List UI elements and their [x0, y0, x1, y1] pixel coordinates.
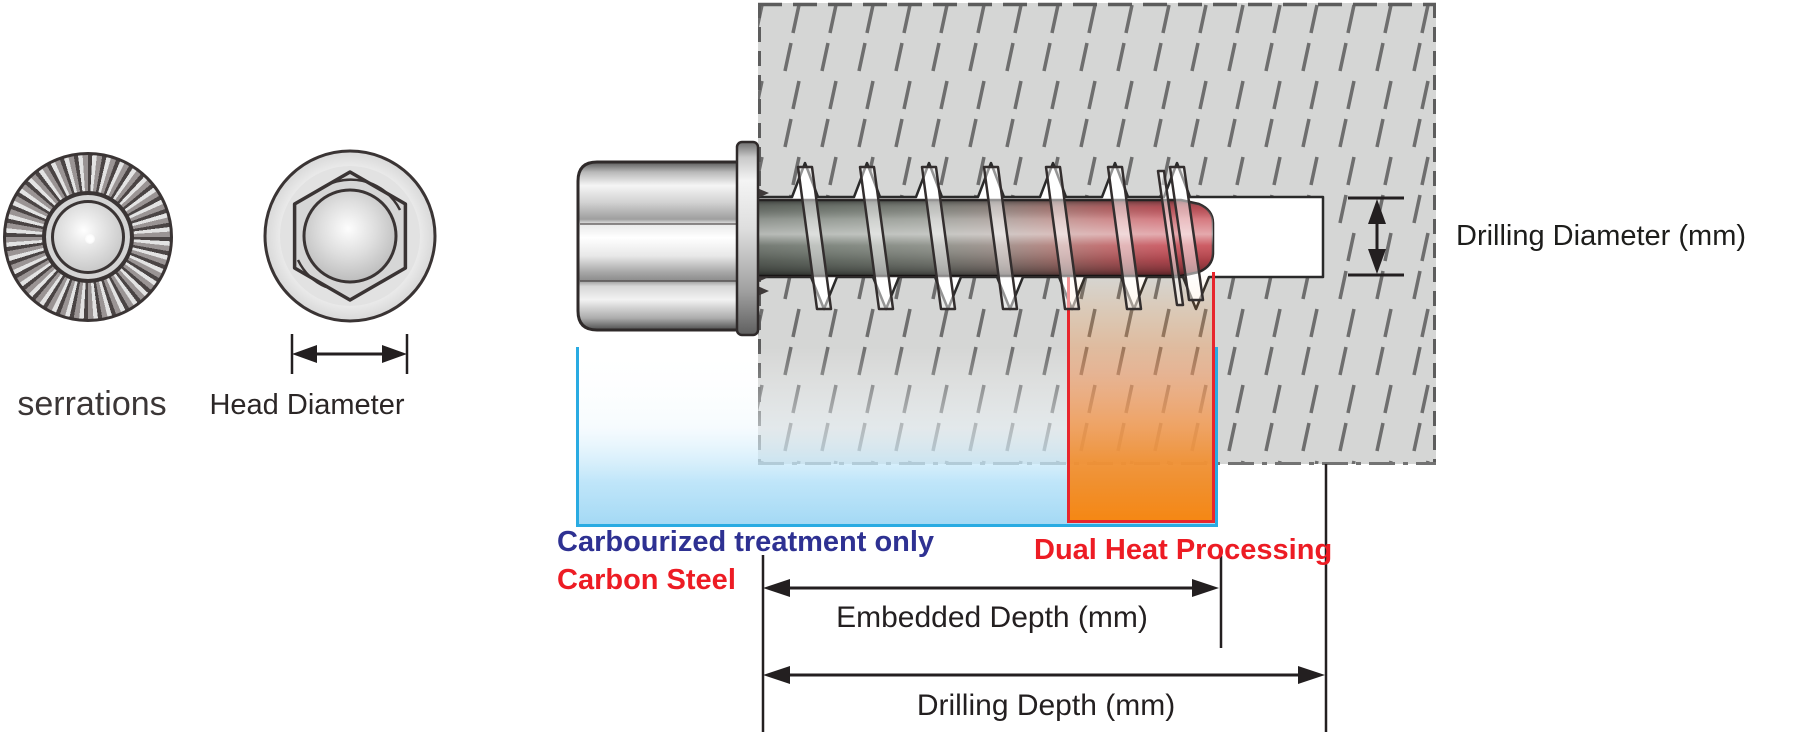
drilling-diameter-label: Drilling Diameter (mm)	[1456, 220, 1747, 252]
arrowhead-down	[1368, 249, 1386, 274]
arrowhead-up	[1368, 199, 1386, 224]
carbon-steel-label: Carbon Steel	[557, 564, 736, 596]
screw-head	[576, 160, 742, 332]
embedded-depth-label: Embedded Depth (mm)	[836, 601, 1148, 634]
highlight-arc-top	[315, 178, 402, 211]
arrowhead-right	[1192, 579, 1219, 597]
screw-flange-washer	[735, 140, 760, 337]
center-highlight-dot	[85, 234, 95, 244]
head-diameter-dimension	[290, 334, 409, 374]
dual-heat-label: Dual Heat Processing	[1034, 534, 1333, 566]
screw	[576, 140, 1215, 337]
drilling-depth-dimension	[763, 464, 1328, 732]
arrowhead-left	[763, 666, 790, 684]
arrowhead-left	[292, 345, 317, 363]
carbourized-label: Carbourized treatment only	[557, 526, 935, 558]
arrowhead-right	[382, 345, 407, 363]
drilling-depth-label: Drilling Depth (mm)	[916, 689, 1176, 722]
arrowhead-left	[763, 579, 790, 597]
embedded-depth-dimension	[761, 555, 1223, 732]
arrowhead-right	[1298, 666, 1325, 684]
serrated-washer-face	[3, 152, 173, 322]
dual-heat-zone	[1067, 272, 1215, 523]
screw-threads	[796, 165, 1205, 311]
serrations-label: serrations	[17, 385, 167, 423]
head-top-view	[263, 149, 437, 323]
drilling-diameter-dimension	[1348, 196, 1404, 277]
washer-center-boss	[42, 191, 134, 283]
head-diameter-label: Head Diameter	[209, 389, 405, 421]
highlight-arc-bottom	[296, 259, 327, 289]
